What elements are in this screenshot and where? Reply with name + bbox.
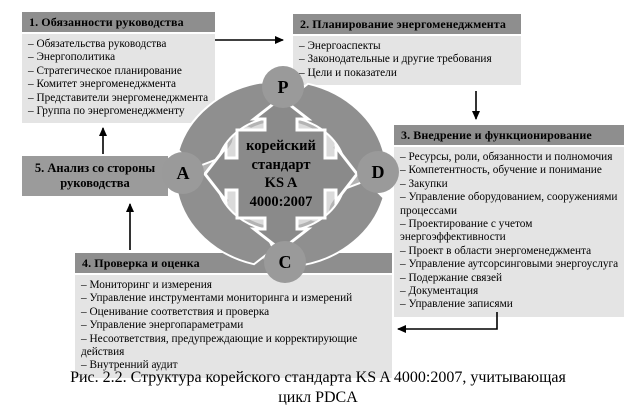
process-box-5: 5. Анализ со стороны руководства: [22, 156, 168, 196]
box-2-item: – Энергоаспекты: [299, 40, 381, 52]
pdca-nodes: P D C A: [162, 66, 399, 283]
box-4-item: – Мониторинг и измерения: [81, 279, 212, 291]
node-letter-d: D: [372, 162, 385, 182]
process-box-2: 2. Планирование энергоменеджмента – Энер…: [293, 14, 521, 86]
node-letter-p: P: [278, 77, 289, 97]
box-4-item: – Оценивание соответствия и проверка: [81, 305, 270, 318]
center-line: 4000:2007: [249, 193, 313, 210]
connector-arrows: [99, 36, 498, 333]
box-3-item: – Проект в области энергоменеджмента: [400, 244, 592, 257]
node-circle-plan: [262, 66, 304, 108]
center-line: стандарт: [251, 156, 311, 173]
box-3-item: – Подержание связей: [400, 271, 503, 284]
node-letter-a: A: [177, 163, 190, 183]
process-box-1: 1. Обязанности руководства – Обязательст…: [22, 12, 215, 124]
box-5-title: 5. Анализ со стороны руководства: [34, 161, 156, 190]
box-4-item: – Управление инструментами мониторинга и…: [81, 292, 353, 305]
box-2-item: – Законодательные и другие требования: [299, 53, 492, 66]
process-box-4: 4. Проверка и оценка – Мониторинг и изме…: [75, 253, 392, 378]
box-2-item: – Цели и показатели: [299, 66, 397, 79]
node-circle-do: [357, 151, 399, 193]
box-1-item: – Комитет энергоменеджмента: [28, 78, 177, 91]
node-letter-c: C: [279, 252, 292, 272]
box-1-item: – Обязательства руководства: [28, 38, 167, 50]
box-3-item: – Закупки: [400, 177, 448, 190]
process-box-3: 3. Внедрение и функционирование – Ресурс…: [394, 125, 624, 317]
center-cross-arrows-icon: [203, 96, 359, 252]
figure-caption-line-2: цикл PDCA: [278, 389, 358, 406]
box-3-item: – Документация: [400, 285, 479, 298]
center-standard-label: корейский стандарт KS A 4000:2007: [237, 130, 325, 218]
box-4-item: – Несоответствия, предупреждающие и корр…: [81, 332, 358, 359]
center-line: корейский: [246, 138, 316, 154]
box-4-body: – Мониторинг и измерения – Управление ин…: [75, 275, 392, 378]
box-3-title: 3. Внедрение и функционирование: [394, 125, 624, 145]
box-3-item: – Управление записями: [400, 298, 513, 311]
center-line: KS A: [264, 175, 298, 191]
box-2-title: 2. Планирование энергоменеджмента: [293, 14, 521, 34]
box-3-item: – Ресурсы, роли, обязанности и полномочи…: [400, 151, 613, 163]
box-3-item: – Компетентность, обучение и понимание: [400, 164, 602, 177]
box-1-item: – Представители энергоменеджмента: [28, 91, 209, 104]
box-1-item: – Группа по энергоменеджменту: [28, 105, 185, 118]
connector-arrow-3-to-4: [397, 312, 498, 333]
box-3-body: – Ресурсы, роли, обязанности и полномочи…: [394, 147, 624, 317]
box-1-body: – Обязательства руководства – Энергополи…: [22, 34, 215, 124]
figure-caption-line-1: Рис. 2.2. Структура корейского стандарта…: [70, 369, 566, 386]
box-1-item: – Стратегическое планирование: [28, 64, 182, 77]
figure-caption: Рис. 2.2. Структура корейского стандарта…: [0, 368, 636, 408]
node-circle-check: [264, 241, 306, 283]
box-1-item: – Энергополитика: [28, 51, 116, 64]
node-circle-act: [162, 152, 204, 194]
box-3-item: – Управление оборудованием, сооружениями…: [400, 191, 618, 217]
box-4-item: – Внутренний аудит: [81, 359, 178, 372]
box-1-title: 1. Обязанности руководства: [22, 12, 215, 32]
box-3-item: – Управление аутсорсинговыми энергоуслуг…: [400, 258, 619, 271]
box-2-body: – Энергоаспекты – Законодательные и друг…: [293, 36, 521, 86]
box-4-item: – Управление энергопараметрами: [81, 319, 244, 332]
cycle-swooshes-dark: [176, 81, 386, 267]
box-3-item: – Проектирование с учетом энергоэффектив…: [400, 218, 533, 244]
